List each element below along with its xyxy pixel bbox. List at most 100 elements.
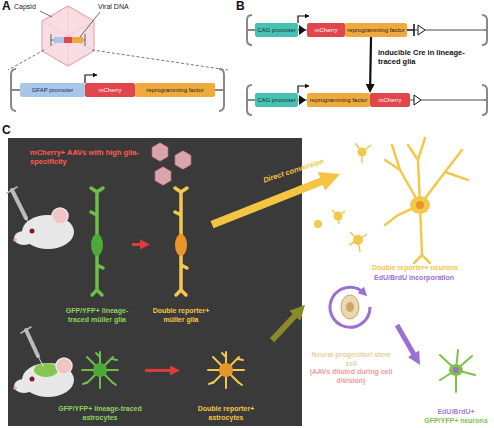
node-label: mCherry bbox=[378, 93, 401, 107]
promoter-arrow bbox=[85, 75, 97, 83]
mouse-icon-part bbox=[30, 229, 35, 234]
flow-arrow bbox=[132, 243, 142, 246]
astrocyte-cell bbox=[82, 352, 118, 388]
node-label: Double reporter+ neurons bbox=[340, 264, 490, 272]
flow-arrow bbox=[369, 37, 372, 86]
syringe-icon-part bbox=[26, 330, 38, 356]
loxp-site-part bbox=[299, 25, 306, 35]
mouse-icon-part bbox=[13, 238, 17, 242]
cell-group: Double reporter+ müller glia bbox=[150, 182, 212, 324]
astrocyte-cell-part bbox=[219, 363, 233, 377]
panel-letter: A bbox=[2, 0, 22, 14]
converting-cell-part bbox=[355, 143, 371, 163]
converting-cell bbox=[314, 143, 371, 252]
capsid-icon-part bbox=[64, 37, 72, 43]
loxp-site-part bbox=[418, 25, 425, 35]
aav-particles-part bbox=[175, 151, 191, 169]
astrocyte-cell bbox=[208, 352, 244, 388]
node-label: mCherry bbox=[98, 83, 121, 97]
syringe-icon-part bbox=[7, 187, 17, 193]
dna-backbone-part bbox=[298, 99, 484, 101]
neuron-cell-part bbox=[449, 364, 463, 376]
flow-arrow bbox=[145, 369, 172, 372]
reporter-element: mCherry bbox=[85, 83, 135, 97]
itr-symbol bbox=[11, 69, 224, 111]
cell-group: EdU/BrdU+GFP/YFP+ neurons bbox=[420, 345, 492, 425]
zoom-line-part bbox=[8, 50, 44, 70]
node-label: mCherry bbox=[314, 23, 337, 37]
itr-symbol-part bbox=[482, 85, 487, 115]
neuron-cell-part bbox=[440, 350, 475, 392]
syringe-icon bbox=[21, 327, 43, 366]
cell-group: Double reporter+ astrocytes bbox=[180, 336, 272, 422]
mouse-icon-part bbox=[14, 379, 34, 393]
leader-line-part bbox=[80, 12, 100, 37]
dna-backbone bbox=[298, 30, 484, 100]
converting-cell-part bbox=[314, 220, 322, 228]
gene-element: reprogramming factor bbox=[307, 93, 370, 107]
node-label: Neural progenitor/ stem cell bbox=[305, 351, 397, 368]
capsid-icon bbox=[42, 6, 94, 66]
panel-letter: C bbox=[2, 124, 22, 138]
neuron-cell bbox=[440, 350, 475, 392]
syringe-icon bbox=[7, 187, 31, 228]
node-label: GFP/YFP+ neurons bbox=[420, 417, 492, 425]
part-label: Viral DNA bbox=[98, 3, 148, 11]
capsid-icon-part bbox=[50, 40, 86, 41]
astrocyte-cell-part bbox=[93, 363, 107, 377]
itr-symbol-part bbox=[482, 15, 487, 45]
promoter-element: CAG promoter bbox=[255, 93, 298, 107]
muller-glia-cell-part bbox=[91, 234, 103, 256]
flow-arrow bbox=[212, 180, 325, 225]
aav-particles bbox=[152, 143, 191, 185]
flow-arrow bbox=[272, 314, 297, 341]
node-label: (AAVs diluted during cell division) bbox=[305, 368, 397, 385]
neuron-cell-part bbox=[410, 196, 430, 214]
leader-line-part bbox=[40, 11, 52, 17]
promoter-element: GFAP promoter bbox=[20, 83, 85, 97]
cell-group: GFP/YFP+ lineage-traced müller glia bbox=[62, 182, 132, 324]
syringe-icon-part bbox=[12, 190, 26, 218]
muller-glia-cell-part bbox=[91, 188, 103, 295]
edge-label: inducible Cre in lineage-traced glia bbox=[378, 48, 483, 66]
converting-cell-part bbox=[332, 210, 345, 224]
node-label: Double reporter+ müller glia bbox=[150, 307, 212, 324]
converting-cell-part bbox=[358, 148, 367, 157]
dna-backbone-part bbox=[298, 29, 484, 31]
aav-particles-part bbox=[155, 167, 171, 185]
stop-symbol bbox=[407, 24, 414, 36]
progenitor-cell-part bbox=[346, 302, 354, 312]
capsid-icon-part bbox=[42, 6, 94, 66]
itr-symbol-part bbox=[215, 69, 224, 111]
promoter-arrow bbox=[298, 86, 309, 93]
cell-group: Double reporter+ neurons bbox=[340, 132, 490, 272]
mouse-icon-part bbox=[34, 363, 58, 377]
node-label: CAG promoter bbox=[257, 93, 296, 107]
progenitor-cell bbox=[341, 295, 359, 319]
itr-symbol-part bbox=[11, 69, 20, 111]
itr-symbol bbox=[247, 15, 487, 115]
node-label: GFP/YFP+ lineage-traced astrocytes bbox=[55, 405, 145, 422]
promoter-arrow bbox=[298, 16, 309, 23]
part-label: Capsid bbox=[14, 3, 54, 11]
node-label: Double reporter+ astrocytes bbox=[180, 405, 272, 422]
flow-arrow bbox=[397, 325, 415, 356]
mouse-icon-part bbox=[13, 386, 17, 390]
panel-letter: B bbox=[236, 0, 256, 14]
astrocyte-cell-part bbox=[82, 352, 118, 388]
mouse-icon-part bbox=[30, 377, 35, 382]
itr-symbol-part bbox=[247, 85, 255, 115]
mouse-icon-part bbox=[14, 231, 34, 245]
syringe-icon-part bbox=[21, 327, 31, 333]
mouse-icon bbox=[13, 208, 74, 249]
reporter-element: mCherry bbox=[307, 23, 345, 37]
muller-glia-cell-part bbox=[175, 234, 187, 256]
capsid-icon-part bbox=[72, 37, 83, 43]
cell-group: GFP/YFP+ lineage-traced astrocytes bbox=[55, 336, 145, 422]
incorporation-arrow bbox=[330, 287, 370, 327]
neuron-cell-part bbox=[385, 138, 468, 263]
mouse-icon-part bbox=[22, 363, 74, 397]
mouse-icon-part bbox=[52, 208, 68, 224]
